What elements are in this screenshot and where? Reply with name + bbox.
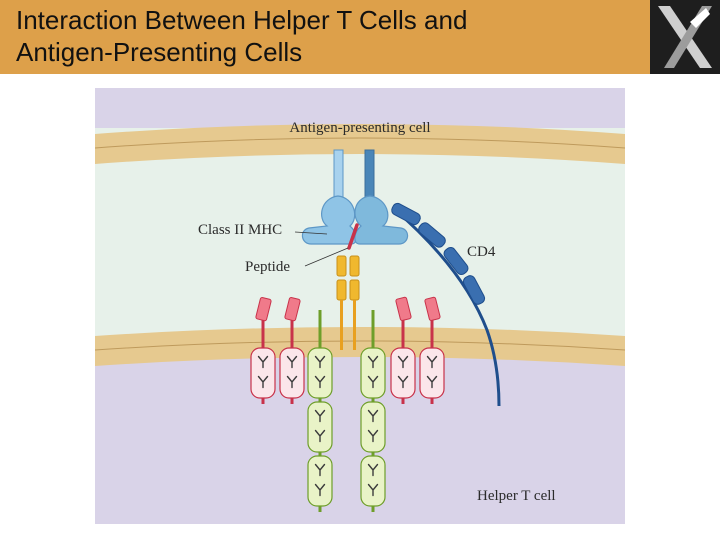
accessory-receptor-2 xyxy=(279,297,305,404)
peptide xyxy=(347,223,359,250)
apc-membrane xyxy=(94,124,626,164)
slide-title-line-1: Interaction Between Helper T Cells and xyxy=(16,5,468,35)
title-bar xyxy=(0,0,650,74)
cd4 xyxy=(391,202,501,407)
accessory-receptor-3 xyxy=(390,296,416,404)
apc-label: Antigen-presenting cell xyxy=(289,120,430,136)
diagram-canvas: Antigen-presenting cell Class II MHC Pep… xyxy=(94,88,626,524)
cd3-chain-left xyxy=(307,310,333,512)
accessory-receptors xyxy=(250,296,445,404)
cd3-chain-right xyxy=(360,310,386,512)
t-cell-label: Helper T cell xyxy=(477,488,556,504)
peptide-leader-line xyxy=(304,247,349,267)
class-ii-mhc xyxy=(301,149,409,245)
slide-title: Interaction Between Helper T Cells and A… xyxy=(16,4,616,68)
t-cell-receptor xyxy=(336,255,360,350)
slide-title-line-2: Antigen-Presenting Cells xyxy=(16,37,303,67)
cd4-label: CD4 xyxy=(467,244,496,260)
x-logo-icon xyxy=(650,0,720,74)
peptide-label: Peptide xyxy=(245,259,290,275)
tcell-apc-diagram: Antigen-presenting cell Class II MHC Pep… xyxy=(94,88,626,524)
accessory-receptor-1 xyxy=(250,297,276,404)
mhc-label: Class II MHC xyxy=(198,222,282,238)
cd3-complex xyxy=(307,310,386,512)
accessory-receptor-4 xyxy=(419,296,445,404)
mhc-leader-line xyxy=(294,231,328,235)
